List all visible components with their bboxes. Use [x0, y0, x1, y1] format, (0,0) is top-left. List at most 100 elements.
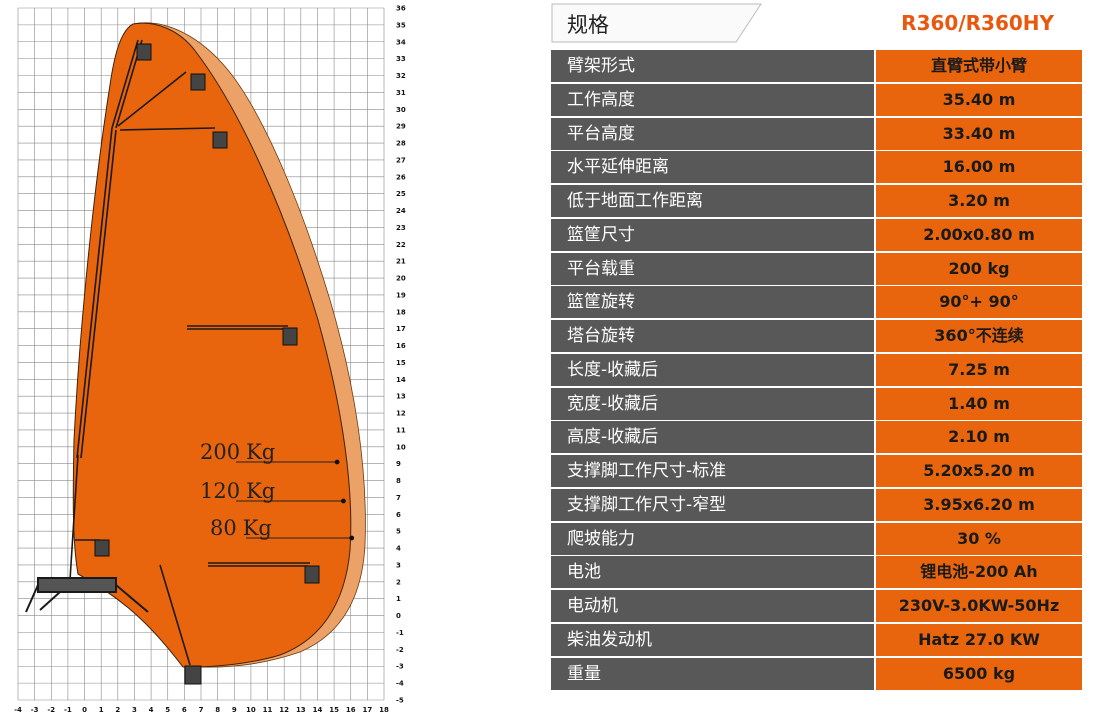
spec-key: 臂架形式: [551, 50, 874, 82]
y-tick-label: 11: [396, 426, 406, 434]
spec-value: 3.20 m: [876, 185, 1082, 217]
load-reach-point: [334, 459, 340, 465]
y-tick-label: 1: [396, 595, 401, 603]
spec-value: 1.40 m: [876, 387, 1082, 420]
x-tick-label: 10: [246, 706, 256, 714]
x-tick-label: 0: [82, 706, 87, 714]
spec-value: 35.40 m: [876, 83, 1082, 116]
spec-key: 平台高度: [551, 117, 874, 150]
y-tick-label: 19: [396, 291, 406, 299]
x-tick-label: -4: [14, 706, 22, 714]
y-tick-label: 2: [396, 578, 401, 586]
spec-value: 33.40 m: [876, 117, 1082, 150]
x-tick-label: 13: [296, 706, 306, 714]
load-number: 80: [210, 516, 237, 540]
spec-key: 电池: [551, 556, 874, 589]
load-reach-point: [349, 535, 355, 541]
load-number: 120: [200, 479, 240, 503]
spec-value: 2.00x0.80 m: [876, 218, 1082, 251]
spec-value: 360°不连续: [876, 320, 1082, 352]
y-tick-label: 12: [396, 410, 406, 418]
spec-header-label: 规格: [567, 13, 609, 37]
y-tick-label: 7: [396, 494, 401, 502]
spec-value: Hatz 27.0 KW: [876, 623, 1082, 656]
y-axis-ticks: 3635343332313029282726252423222120191817…: [396, 5, 406, 705]
y-tick-label: 21: [396, 258, 406, 266]
y-tick-label: 31: [396, 89, 406, 97]
y-tick-label: 33: [396, 55, 406, 63]
spec-key: 电动机: [551, 590, 874, 622]
x-tick-label: 14: [313, 706, 323, 714]
spec-row: 臂架形式直臂式带小臂: [551, 50, 1082, 82]
x-tick-label: 17: [362, 706, 372, 714]
boom-drawing: [69, 39, 310, 666]
x-tick-label: -1: [64, 706, 72, 714]
load-reach-point: [341, 498, 346, 504]
x-tick-label: 7: [199, 706, 204, 714]
spec-key: 爬坡能力: [551, 522, 874, 555]
spec-value: 230V-3.0KW-50Hz: [876, 590, 1082, 622]
spec-header: 规格 R360/R360HY: [551, 0, 1082, 46]
y-tick-label: -5: [396, 697, 404, 705]
header-tab-shape: [551, 3, 762, 43]
spec-row: 电池锂电池-200 Ah: [551, 556, 1082, 589]
x-tick-label: 2: [115, 706, 120, 714]
spec-key: 支撑脚工作尺寸-窄型: [551, 488, 874, 521]
y-tick-label: 30: [396, 106, 406, 114]
y-tick-label: 15: [396, 359, 406, 367]
basket-icons: [94, 43, 320, 685]
spec-key: 长度-收藏后: [551, 353, 874, 386]
x-tick-label: 16: [346, 706, 356, 714]
y-tick-label: 8: [396, 477, 401, 485]
working-envelope: [72, 22, 352, 668]
y-tick-label: 0: [396, 612, 401, 620]
spec-value: 30 %: [876, 522, 1082, 555]
y-tick-label: 34: [396, 38, 406, 46]
spec-value: 90°+ 90°: [876, 286, 1082, 319]
load-number: 200: [200, 440, 240, 464]
load-unit: Kg: [243, 516, 272, 540]
spec-value: 3.95x6.20 m: [876, 488, 1082, 521]
spec-value: 6500 kg: [876, 657, 1082, 690]
x-tick-label: -2: [47, 706, 55, 714]
y-tick-label: 27: [396, 156, 406, 164]
y-tick-label: -3: [396, 663, 404, 671]
y-tick-label: 22: [396, 241, 406, 249]
load-unit: Kg: [246, 440, 275, 464]
y-tick-label: -2: [396, 646, 404, 654]
x-tick-label: 8: [215, 706, 220, 714]
spec-value: 7.25 m: [876, 353, 1082, 386]
y-tick-label: 9: [396, 460, 401, 468]
y-tick-label: -1: [396, 629, 404, 637]
spec-key: 水平延伸距离: [551, 151, 874, 184]
model-name: R360/R360HY: [901, 11, 1054, 35]
y-tick-label: 3: [396, 561, 401, 569]
spec-value: 锂电池-200 Ah: [876, 556, 1082, 589]
spec-key: 篮筐尺寸: [551, 218, 874, 251]
x-tick-label: 6: [182, 706, 187, 714]
spec-key: 平台载重: [551, 252, 874, 285]
y-tick-label: 36: [396, 5, 406, 13]
y-tick-label: 20: [396, 275, 406, 283]
x-tick-label: 4: [149, 706, 154, 714]
y-tick-label: 18: [396, 308, 406, 316]
y-tick-label: 10: [396, 443, 406, 451]
x-tick-label: 12: [279, 706, 289, 714]
x-tick-label: 1: [99, 706, 104, 714]
